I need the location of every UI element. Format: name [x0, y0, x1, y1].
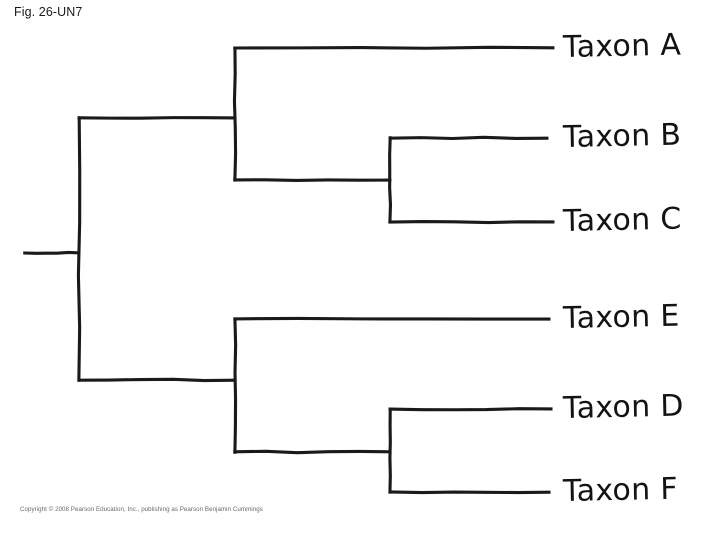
taxon-label-e: Taxon E: [562, 298, 680, 336]
taxon-label-d: Taxon D: [562, 388, 685, 426]
copyright-notice: Copyright © 2008 Pearson Education, Inc.…: [20, 506, 263, 513]
branch-to-bc: [233, 178, 392, 182]
branch-taxon-f: [388, 490, 551, 495]
branch-taxon-b: [388, 135, 549, 141]
figure-label: Fig. 26-UN7: [14, 5, 83, 19]
taxon-label-b: Taxon B: [562, 117, 682, 155]
branch-taxon-a: [233, 45, 555, 50]
edf-vertical: [233, 317, 238, 454]
root-stem: [23, 250, 81, 255]
branch-layer: [23, 45, 555, 495]
branch-to-df: [233, 449, 392, 455]
branch-taxon-e: [233, 316, 551, 321]
branch-taxon-d: [388, 407, 553, 412]
abc-vertical: [232, 46, 238, 182]
bc-vertical: [388, 136, 393, 224]
taxon-label-a: Taxon A: [562, 27, 682, 65]
taxon-label-c: Taxon C: [562, 201, 682, 239]
branch-to-abc: [77, 116, 237, 120]
branch-taxon-c: [388, 219, 555, 225]
taxon-label-f: Taxon F: [562, 471, 679, 509]
root-vertical: [76, 116, 82, 382]
branch-to-edf: [77, 377, 237, 383]
